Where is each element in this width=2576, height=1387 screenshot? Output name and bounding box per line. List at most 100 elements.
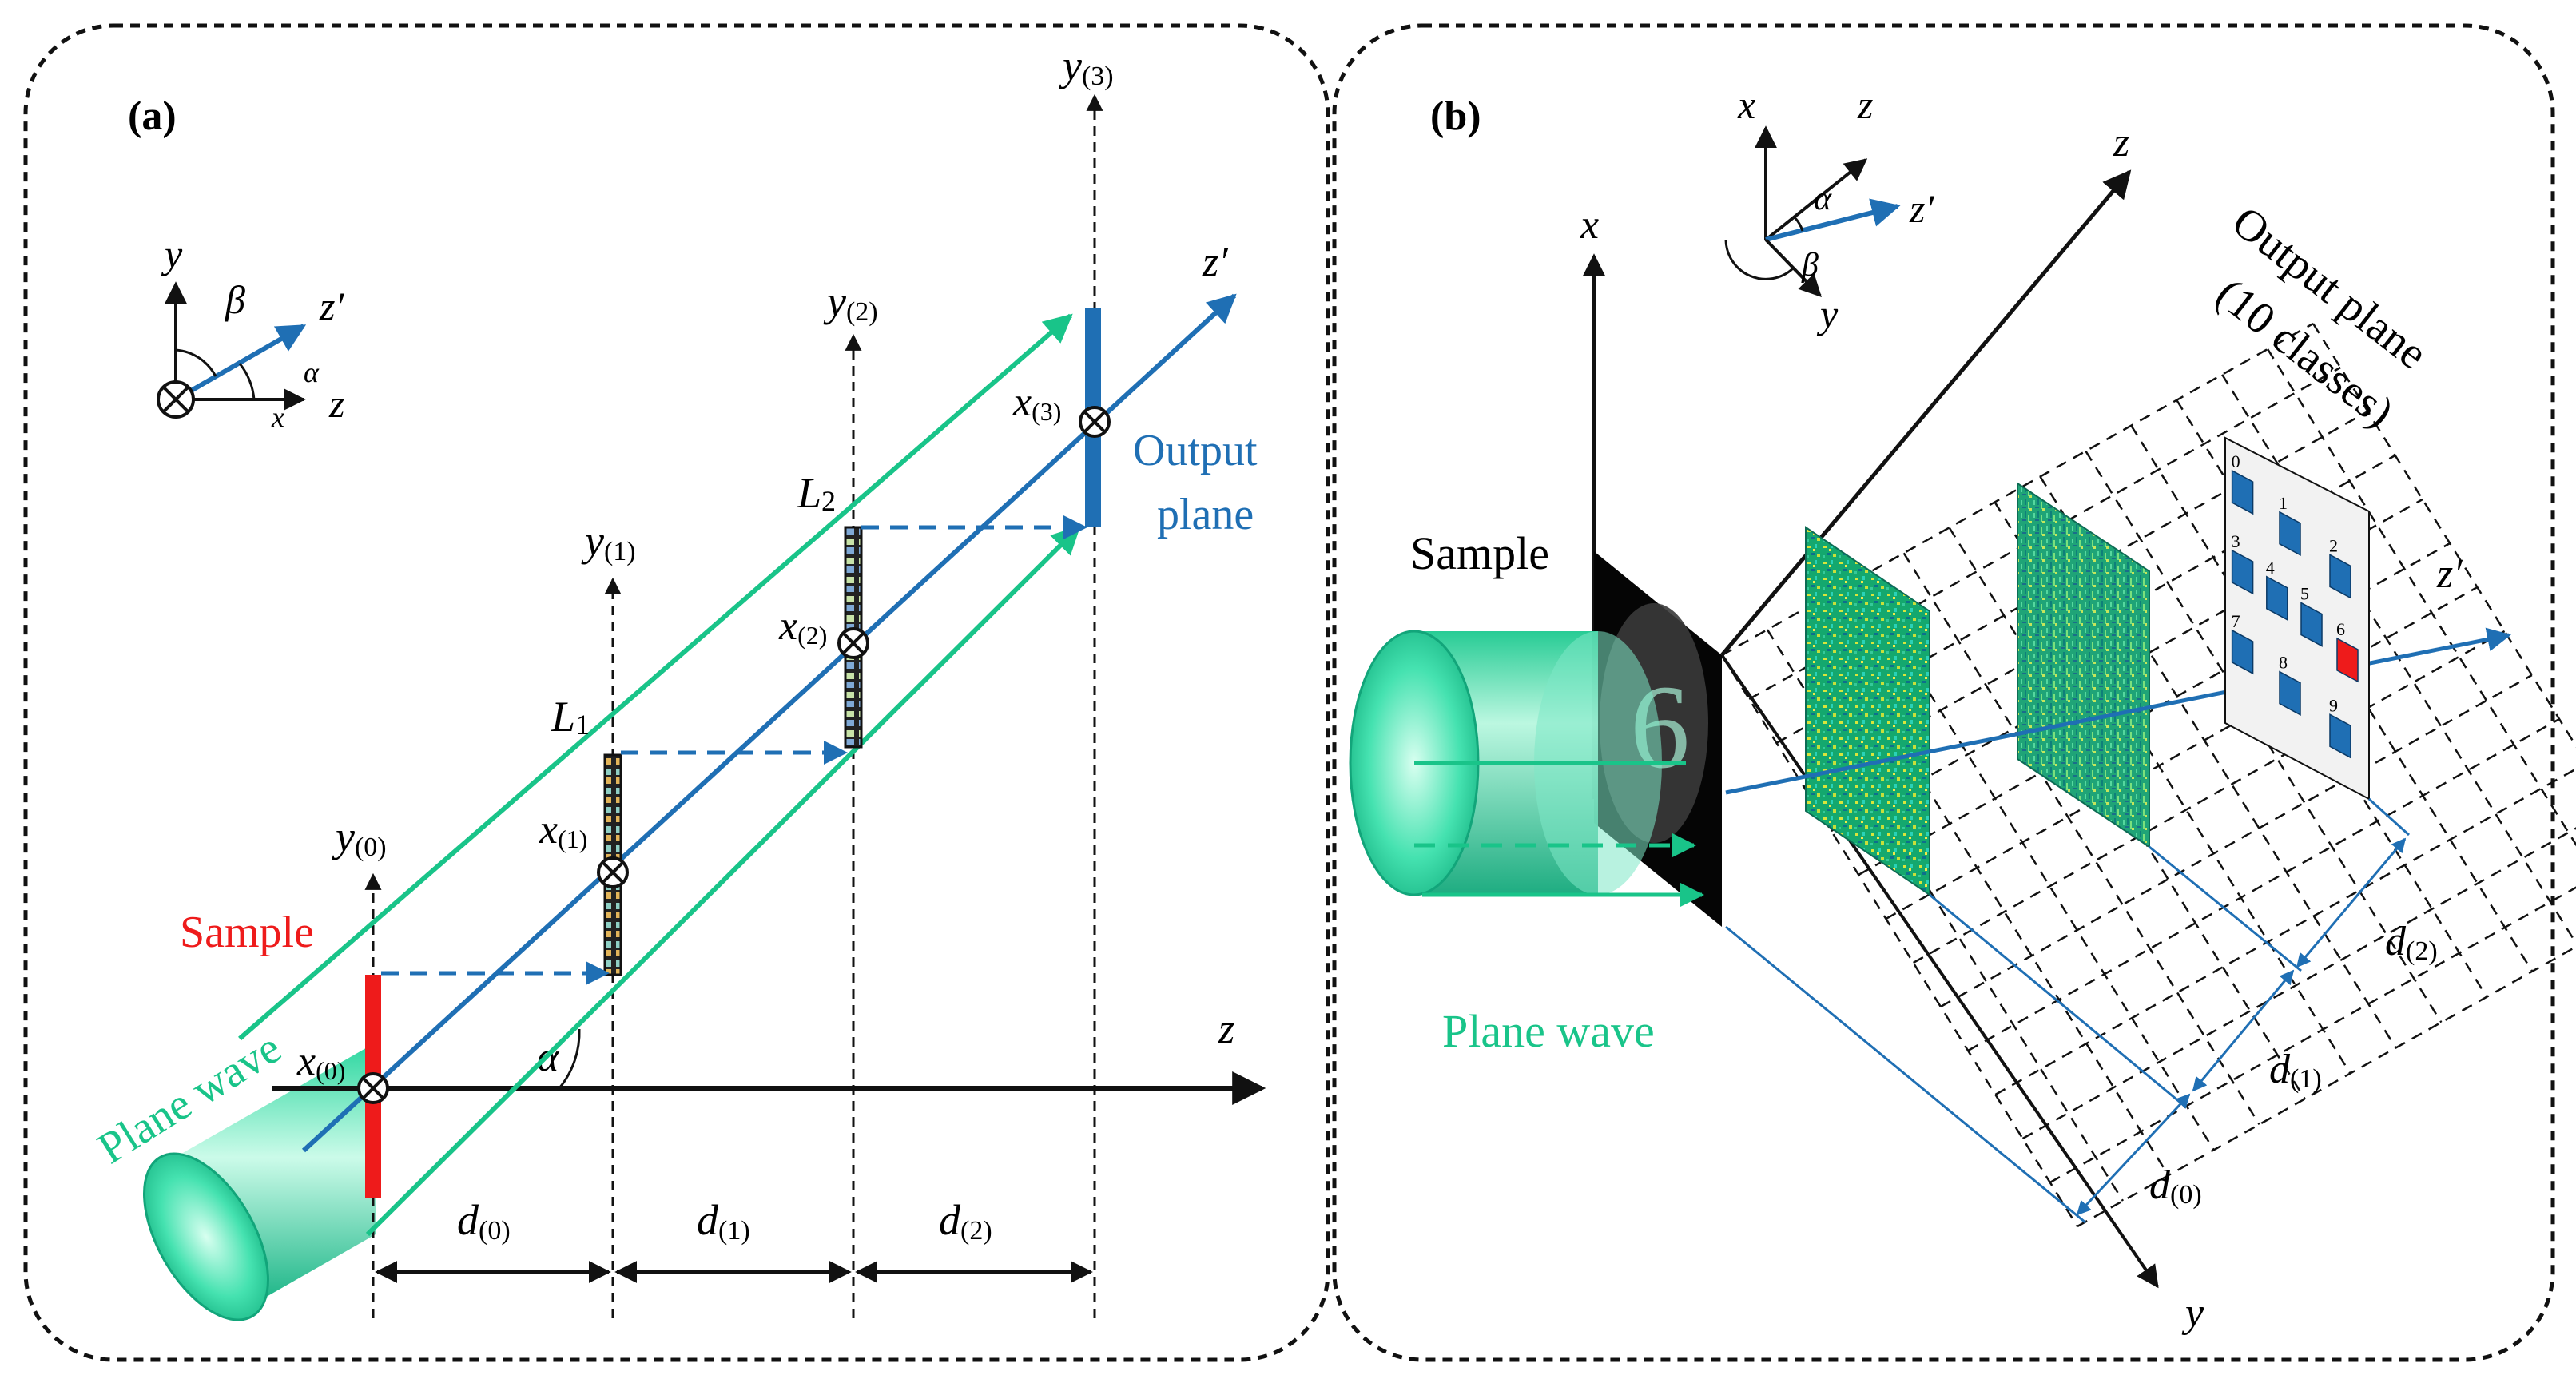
inset-b-x-label: x <box>1737 82 1755 127</box>
panel-b: (b) x z α z′ β y x z y 6 Sam <box>1332 23 2576 1362</box>
grid-line <box>1721 322 2314 657</box>
beam-top-edge <box>238 313 1073 1041</box>
z-axis-label-b: z <box>2113 120 2129 165</box>
inset-a-alpha-label: α <box>304 356 320 388</box>
grid-line <box>1967 717 2560 1052</box>
grid-line <box>1994 768 2576 1096</box>
panel-b-border <box>1332 23 2555 1362</box>
inset-b-alpha-label: α <box>1814 181 1832 217</box>
inset-a-y-label: y <box>161 232 183 276</box>
x1-label: x(1) <box>539 807 587 853</box>
class-label-2: 2 <box>2329 535 2338 555</box>
y3-label: y(3) <box>1059 42 1114 91</box>
zprime-label-b: z′ <box>2436 551 2463 597</box>
grid-line <box>1748 366 2341 701</box>
plane-wave-beam <box>143 1043 376 1321</box>
zprime-label-a: z′ <box>1202 240 1229 285</box>
class-label-4: 4 <box>2266 558 2275 578</box>
class-detector-0 <box>2231 469 2254 515</box>
grid-line <box>1940 674 2533 1008</box>
panel-a-border <box>23 23 1330 1362</box>
d2-label-b: d(2) <box>2385 919 2438 966</box>
inset-b-z-label: z <box>1857 82 1873 127</box>
panel-b-inset-axes: x z α z′ β y <box>1724 82 1934 336</box>
x0-marker-icon <box>357 1072 389 1104</box>
inset-b-y-label: y <box>1816 292 1839 336</box>
output-plane-label-line1: Output <box>1133 426 1258 475</box>
x1-marker-icon <box>597 856 629 888</box>
grid-line <box>1885 586 2478 920</box>
inset-a-zprime-label: z′ <box>319 284 344 328</box>
class-detector-4 <box>2266 575 2288 622</box>
grid-line <box>2221 374 2576 945</box>
x3-label: x(3) <box>1012 380 1061 426</box>
class-detector-1 <box>2279 511 2301 557</box>
x2-marker-icon <box>837 627 869 659</box>
class-label-9: 9 <box>2329 695 2338 715</box>
inset-a-beta-label: β <box>225 277 245 322</box>
class-detector-9 <box>2329 713 2351 759</box>
d2-label-a: d(2) <box>939 1196 992 1246</box>
diffractive-layer-2 <box>2017 482 2150 848</box>
d1-label-a: d(1) <box>697 1196 750 1246</box>
z-axis-b <box>1720 169 2132 657</box>
class-detector-2 <box>2329 554 2351 599</box>
lens-1-label: L1 <box>551 693 590 741</box>
class-label-7: 7 <box>2232 611 2240 631</box>
grid-line <box>2077 945 2576 1228</box>
plane-wave-label-b: Plane wave <box>1442 1005 1655 1057</box>
d1-label-b: d(1) <box>2269 1047 2322 1094</box>
inset-b-zprime-label: z′ <box>1909 186 1934 231</box>
grid-line <box>1913 630 2506 964</box>
grid-line <box>1720 654 2079 1227</box>
y1-label: y(1) <box>581 517 636 566</box>
grid-line <box>2312 323 2576 748</box>
d0-label-a: d(0) <box>457 1196 511 1246</box>
grid-line <box>2267 348 2576 847</box>
zprime-axis-b <box>1725 627 2511 795</box>
diffractive-layer-1 <box>1805 526 1930 896</box>
y2-label: y(2) <box>823 277 878 327</box>
grid-line <box>1766 629 2124 1202</box>
class-label-8: 8 <box>2279 653 2288 673</box>
inset-a-z-label: z <box>328 381 344 426</box>
class-detector-8 <box>2279 670 2301 716</box>
class-label-1: 1 <box>2279 493 2288 513</box>
panel-b-tag: (b) <box>1430 93 1481 139</box>
class-detectors: 0 1 2 3 4 5 6 7 8 9 <box>2231 451 2359 759</box>
x2-label: x(2) <box>778 603 827 650</box>
grid-line <box>1811 603 2169 1176</box>
panel-a-inset-axes: y β z′ α z x <box>157 232 344 433</box>
x3-marker-icon <box>1079 406 1111 438</box>
y-axis-label-b: y <box>2181 1290 2204 1336</box>
x0-label: x(0) <box>296 1039 345 1085</box>
class-label-3: 3 <box>2232 531 2240 551</box>
class-detector-7 <box>2231 629 2254 675</box>
class-label-6: 6 <box>2336 619 2345 639</box>
d0-label-b: d(0) <box>2149 1162 2202 1210</box>
output-plane-label-line2: plane <box>1157 490 1254 539</box>
beam-bottom-edge <box>365 525 1081 1237</box>
inset-a-x-label: x <box>271 401 284 433</box>
zprime-axis <box>301 293 1237 1153</box>
panel-a: (a) y β z′ α z x z <box>23 23 1330 1362</box>
lens-2-label: L2 <box>797 469 836 517</box>
y0-label: y(0) <box>332 813 387 862</box>
sample-label-a: Sample <box>180 908 314 957</box>
x-axis-label-b: x <box>1580 202 1599 248</box>
panel-a-tag: (a) <box>128 93 177 139</box>
grid-line <box>2021 827 2576 1140</box>
sample-label-b: Sample <box>1410 527 1549 579</box>
grid-line <box>1857 578 2215 1151</box>
class-detector-6 <box>2336 637 2359 683</box>
class-detector-5 <box>2300 602 2323 647</box>
class-label-5: 5 <box>2300 584 2309 604</box>
class-label-0: 0 <box>2232 451 2240 471</box>
z-axis-label: z <box>1218 1007 1234 1052</box>
plane-wave-cylinder-b <box>1349 630 1704 907</box>
inset-b-beta-label: β <box>1801 247 1819 284</box>
distance-guides-b <box>1725 797 2411 1224</box>
class-detector-3 <box>2231 549 2254 595</box>
